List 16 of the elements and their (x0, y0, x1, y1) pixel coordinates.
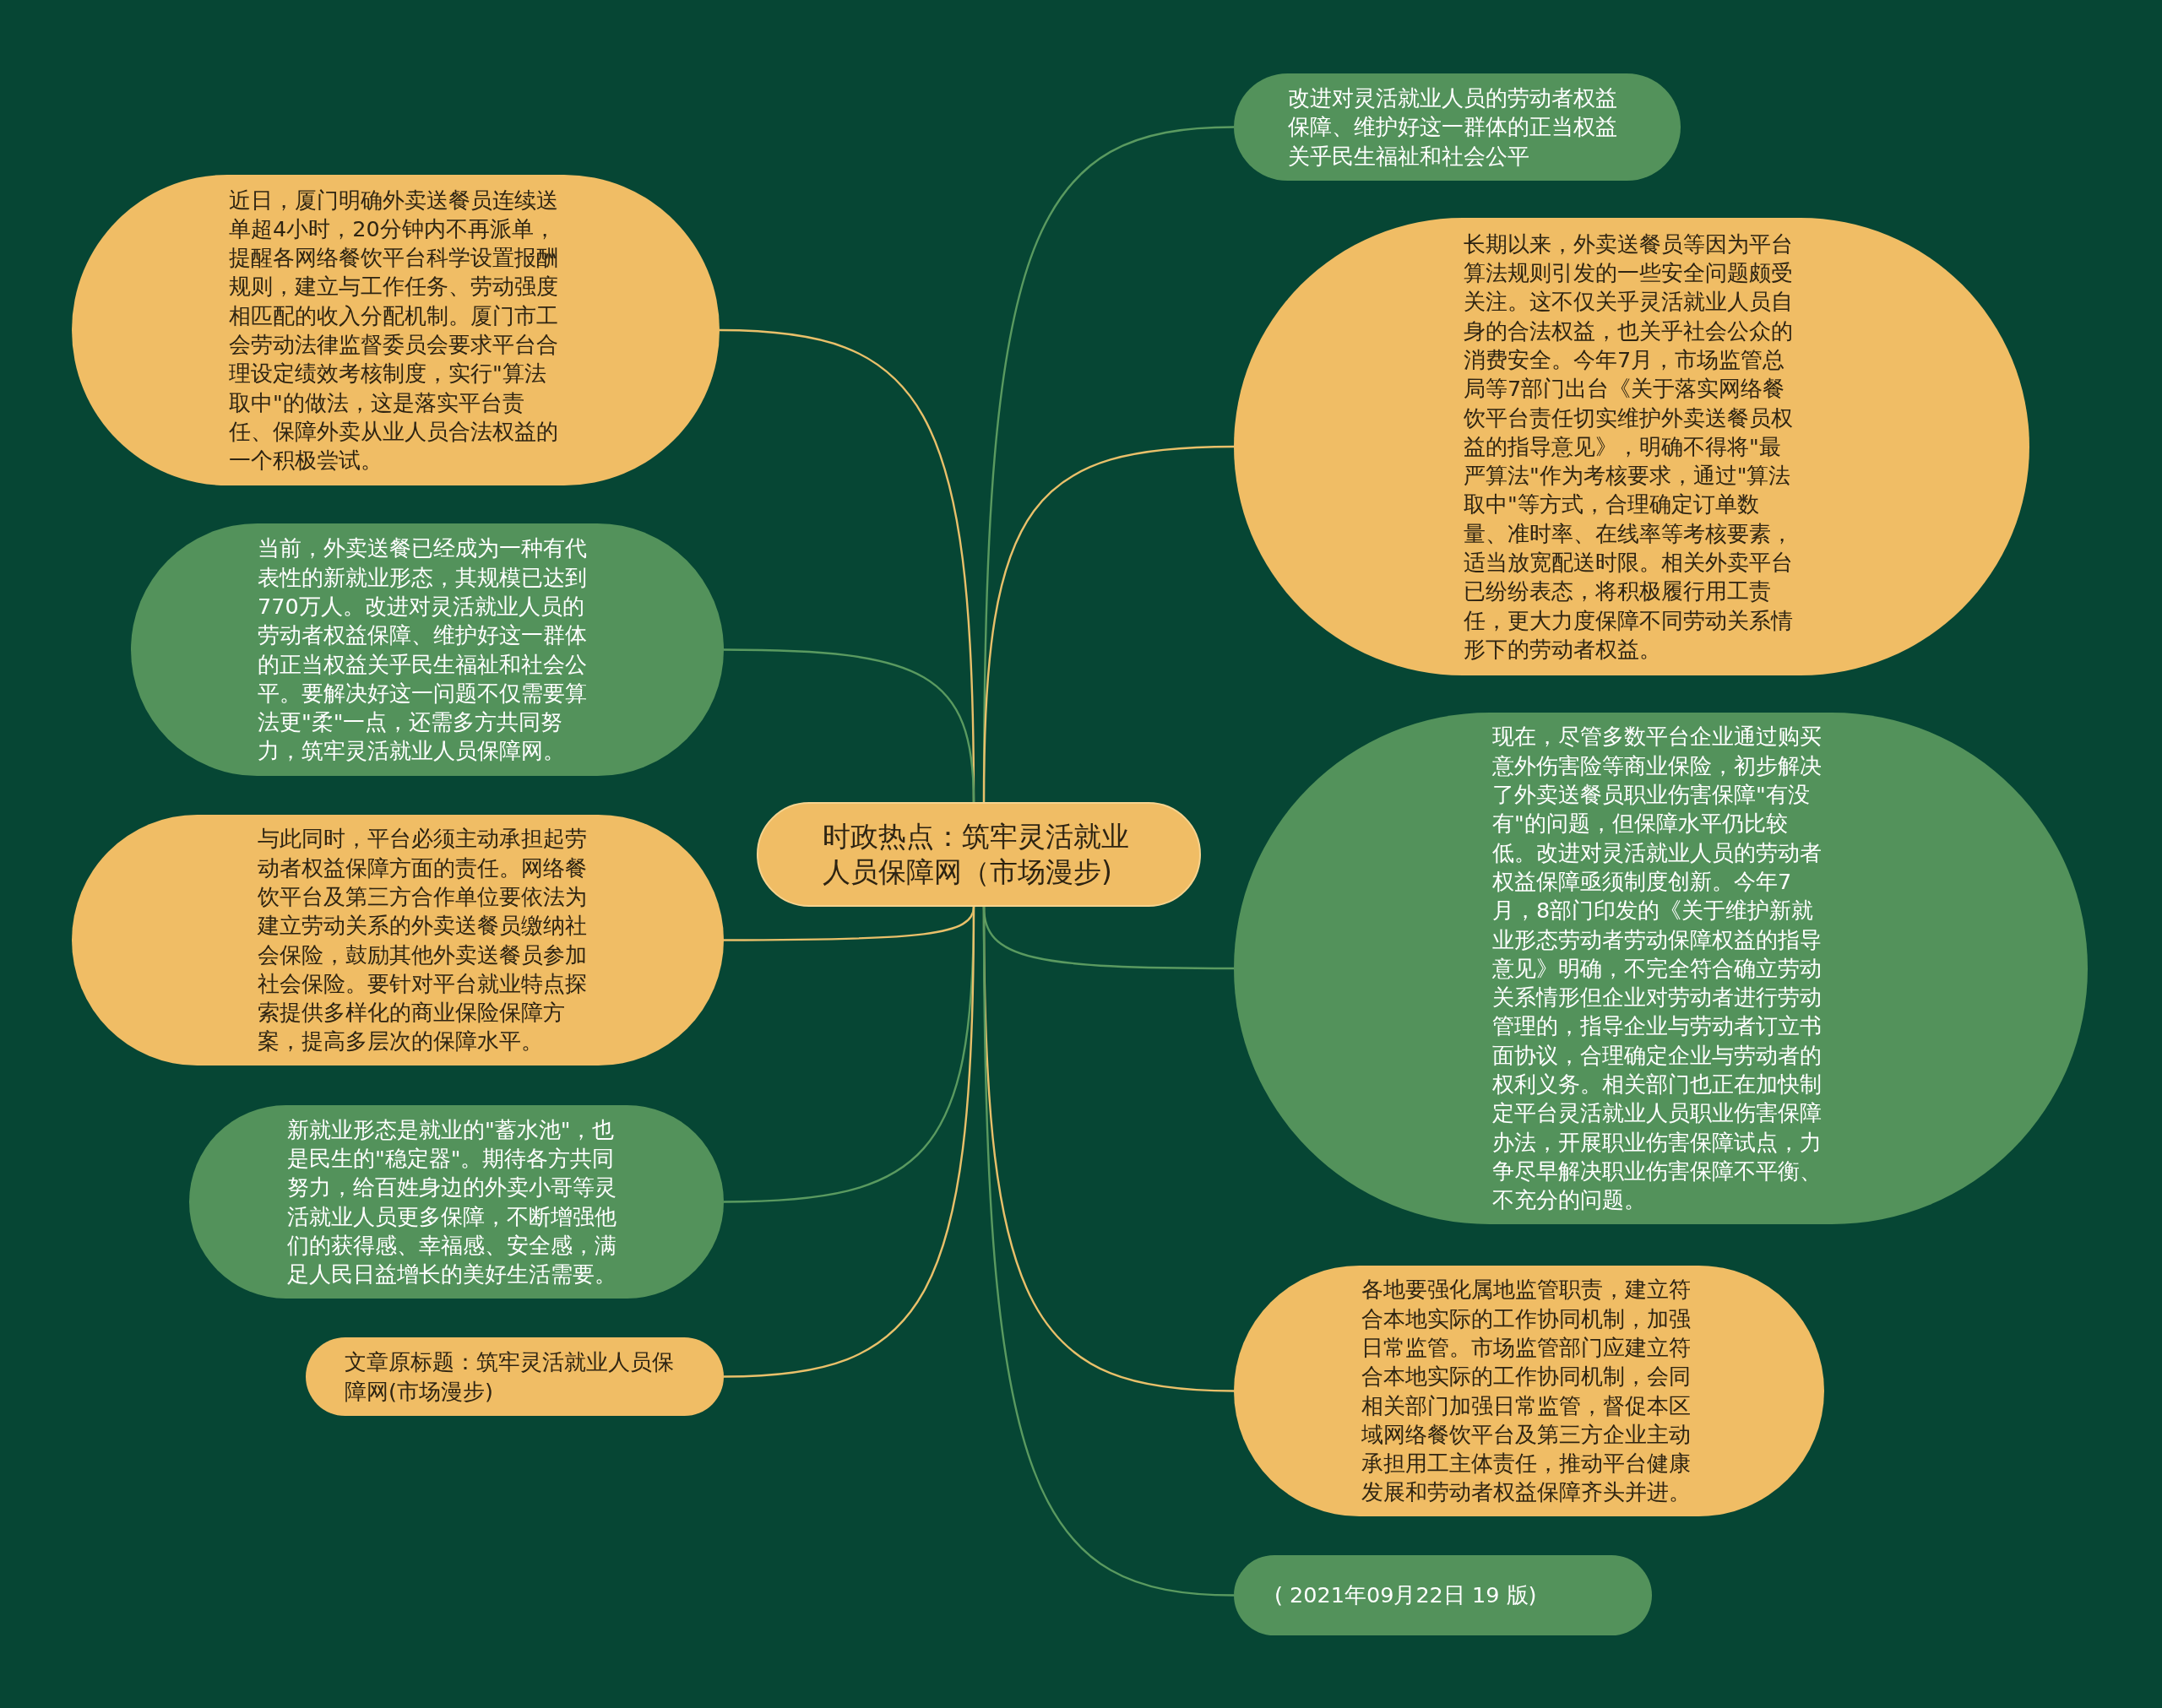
connector-line (724, 648, 975, 803)
bubble-text: 长期以来，外卖送餐员等因为平台算法规则引发的一些安全问题颇受关注。这不仅关乎灵活就业人员自身的合法权益，也关乎社会公众的消费安全。今年7月，市场监管总局等7部门出台《关于落实网络餐饮平台责任切实维护外卖送餐员权益的指导意见》，明确不得将"最严算法"作为考核要求，通过"算法取中"等方式，合理确定订单数量、准时率、在线率等考核要素，适当放宽配送时限。相关外卖平台已纷纷表态，将积极履行用工责任，更大力度保障不同劳动关系情形下的劳动者权益。 (1464, 230, 1794, 664)
bubble-text: ( 2021年09月22日 19 版) (1274, 1581, 1538, 1610)
bubble-text: 新就业形态是就业的"蓄水池"，也是民生的"稳定器"。期待各方共同努力，给百姓身边的外卖小哥等灵活就业人员更多保障，不断增强他们的获得感、幸福感、安全感，满足人民日益增长的美好生活需要。 (287, 1115, 617, 1289)
bubble-text: 改进对灵活就业人员的劳动者权益保障、维护好这一群体的正当权益关乎民生福祉和社会公平 (1288, 84, 1618, 171)
connector-line (724, 906, 975, 941)
connector-line (723, 907, 975, 1378)
connector-line (982, 907, 1235, 1597)
bubble-text: 现在，尽管多数平台企业通过购买意外伤害险等商业保险，初步解决了外卖送餐员职业伤害保障"有没有"的问题，但保障水平仍比较低。改进对灵活就业人员的劳动者权益保障亟须制度创新。今年7月，8部门印发的《关于维护新就业形态劳动者劳动保障权益的指导意见》明确，不完全符合确立劳动关系情形但企业对劳动者进行劳动管理的，指导企业与劳动者订立书面协议，合理确定企业与劳动者的权利义务。相关部门也正在加快制定平台灵活就业人员职业伤害保障办法，开展职业伤害保障试点，力争尽早解决职业伤害保障不平衡、不充分的问题。 (1492, 723, 1822, 1215)
bubble-text: 时政热点：筑牢灵活就业人员保障网（市场漫步) (823, 819, 1130, 890)
bubble-text: 近日，厦门明确外卖送餐员连续送单超4小时，20分钟内不再派单，提醒各网络餐饮平台科学设置报酬规则，建立与工作任务、劳动强度相匹配的收入分配机制。厦门市工会劳动法律监督委员会要求平台合理设定绩效考核制度，实行"算法取中"的做法，这是落实平台责任、保障外卖从业人员合法权益的一个积极尝试。 (229, 186, 559, 475)
bubble-text: 文章原标题：筑牢灵活就业人员保障网(市场漫步) (345, 1348, 675, 1406)
bubble-text: 与此同时，平台必须主动承担起劳动者权益保障方面的责任。网络餐饮平台及第三方合作单位要依法为建立劳动关系的外卖送餐员缴纳社会保险，鼓励其他外卖送餐员参加社会保险。要针对平台就业特点探索提供多样化的商业保险保障方案，提高多层次的保障水平。 (258, 825, 588, 1056)
bubble-text: 各地要强化属地监管职责，建立符合本地实际的工作协同机制，加强日常监管。市场监管部门应建立符合本地实际的工作协同机制，会同相关部门加强日常监管，督促本区域网络餐饮平台及第三方企业主动承担用工主体责任，推动平台健康发展和劳动者权益保障齐头并进。 (1361, 1276, 1692, 1507)
connector-line (982, 445, 1235, 802)
bubble-text: 当前，外卖送餐已经成为一种有代表性的新就业形态，其规模已达到770万人。改进对灵活就业人员的劳动者权益保障、维护好这一群体的正当权益关乎民生福祉和社会公平。要解决好这一问题不仅需要算法更"柔"一点，还需多方共同努力，筑牢灵活就业人员保障网。 (258, 534, 588, 766)
